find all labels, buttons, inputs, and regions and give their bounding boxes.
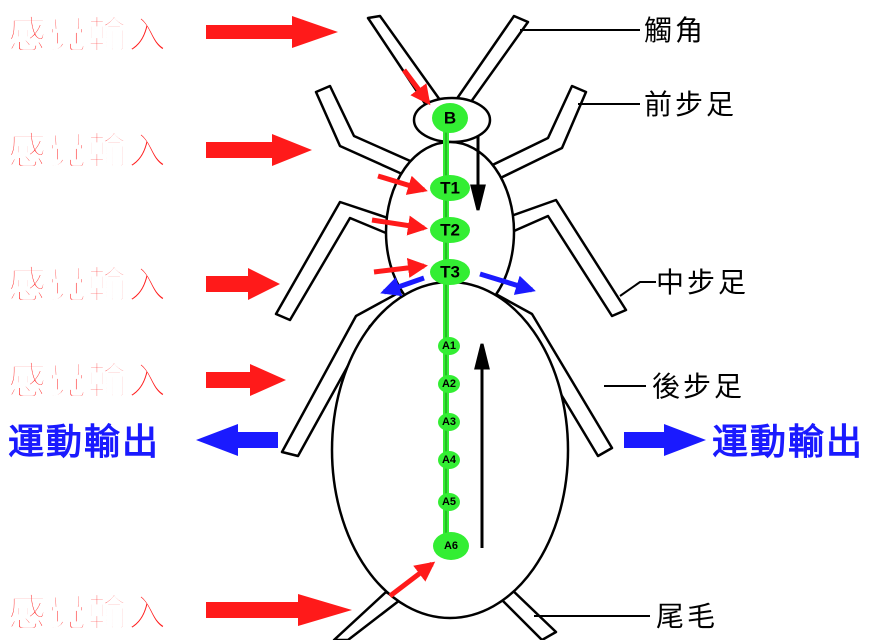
svg-text:A3: A3 [442, 416, 456, 428]
abdomen [332, 282, 568, 618]
motor-output-arrow-right [624, 424, 706, 456]
hindleg-label: 後步足 [652, 370, 745, 403]
sensory-input-arrow-3 [206, 268, 280, 300]
ganglion-t3: T3 [430, 259, 470, 285]
svg-text:B: B [444, 109, 456, 128]
ganglion-a4: A4 [438, 451, 460, 469]
sensory-input-label-2: 感覺輸入 [8, 128, 168, 173]
antenna-left [368, 16, 440, 108]
antenna-label: 觸角 [644, 14, 706, 47]
sensory-input-arrow-5 [206, 594, 352, 626]
midleg-label: 中步足 [656, 266, 749, 299]
sensory-input-label-4: 感覺輸入 [8, 358, 168, 403]
sensory-input-arrow-1 [206, 16, 338, 48]
leader-midleg [620, 282, 656, 296]
foreleg-label: 前步足 [644, 88, 737, 121]
svg-text:T3: T3 [440, 263, 460, 282]
ganglion-brain: B [432, 103, 468, 133]
svg-text:A4: A4 [442, 454, 457, 466]
svg-text:A1: A1 [442, 340, 456, 352]
motor-output-label-left: 運動輸出 [8, 421, 160, 463]
svg-text:A6: A6 [444, 540, 458, 552]
ganglion-t2: T2 [430, 217, 470, 243]
sensory-input-label-1: 感覺輸入 [8, 12, 168, 57]
sensory-input-label-3: 感覺輸入 [8, 262, 168, 307]
ganglion-a1: A1 [438, 337, 460, 355]
ganglion-t1: T1 [430, 175, 470, 201]
antenna-right [456, 16, 528, 106]
ganglion-a5: A5 [438, 493, 460, 511]
svg-text:A5: A5 [442, 496, 456, 508]
ganglion-a6: A6 [433, 532, 469, 560]
motor-output-label-right: 運動輸出 [712, 421, 864, 463]
cercus-label: 尾毛 [656, 600, 718, 633]
svg-text:T2: T2 [440, 221, 460, 240]
svg-text:T1: T1 [440, 179, 460, 198]
sensory-input-arrow-2 [206, 134, 312, 166]
svg-text:A2: A2 [442, 378, 456, 390]
sensory-input-arrow-4 [206, 364, 286, 396]
ganglion-a2: A2 [438, 375, 460, 393]
motor-output-arrow-left [196, 424, 278, 456]
cercus-left [334, 592, 400, 640]
ganglion-a3: A3 [438, 413, 460, 431]
sensory-input-label-5: 感覺輸入 [8, 590, 168, 635]
